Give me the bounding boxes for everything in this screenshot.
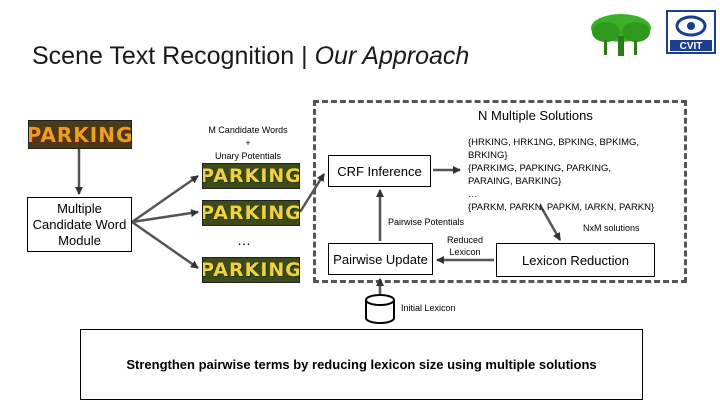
arrow-cands-to-crf [298,173,326,213]
input-word-image: PARKING [28,120,132,149]
candidate-caption: M Candidate Words + Unary Potentials [198,124,298,163]
title-italic: Our Approach [314,42,470,70]
solutions-list: {HRKING, HRK1NG, BPKING, BPKIMG, BRKING}… [468,136,678,214]
candidate-word-image: PARKING [202,200,300,226]
multiple-solutions-region [313,100,687,283]
reduced-lexicon-line: Lexicon [449,247,481,257]
reduced-lexicon-line: Reduced [447,235,484,245]
cvit-logo-text: CVIT [680,41,703,52]
solution-line: PARAING, BARKING} [468,176,562,187]
region-label: N Multiple Solutions [478,108,593,123]
candidate-caption-line: M Candidate Words [208,125,288,135]
database-icon [365,294,395,324]
page-title: Scene Text Recognition | Our Approach [32,42,469,71]
solution-line: … [468,189,478,200]
solution-line: {HRKING, HRK1NG, BPKING, BPKIMG, [468,137,640,148]
summary-box: Strengthen pairwise terms by reducing le… [80,329,643,400]
candidate-ellipsis: … [237,232,251,248]
arrow-solutions-to-lexicon [538,204,562,241]
candidate-caption-line: Unary Potentials [214,151,282,161]
solution-line: BRKING} [468,150,508,161]
nxm-solutions-label: NxM solutions [583,223,640,233]
arrow-module-to-cand1 [131,174,199,224]
initial-lexicon-label: Initial Lexicon [401,303,456,313]
pairwise-update-label: Pairwise Update [333,251,428,267]
lexicon-reduction-label: Lexicon Reduction [522,252,629,268]
solution-line: {PARKIMG, PAPKING, PARKING, [468,163,612,174]
reduced-lexicon-label: Reduced Lexicon [447,234,483,258]
title-main: Scene Text Recognition | [32,42,315,70]
candidate-word-module-box: Multiple Candidate Word Module [27,197,132,252]
arrow-module-to-cand2 [131,209,199,224]
arrow-module-to-cand3 [131,220,199,270]
lexicon-reduction-box: Lexicon Reduction [496,243,655,277]
candidate-caption-line: + [245,138,251,148]
candidate-word-image: PARKING [202,163,300,189]
candidate-word-image: PARKING [202,257,300,283]
crf-inference-box: CRF Inference [328,155,431,187]
cvit-logo-icon: CVIT [666,10,716,54]
pairwise-update-box: Pairwise Update [328,243,433,275]
tree-logo-icon [591,14,651,56]
solution-line: {PARKM, PARKN, PAPKM, IARKN, PARKN} [468,202,655,213]
crf-label: CRF Inference [337,163,422,179]
summary-text: Strengthen pairwise terms by reducing le… [126,357,597,372]
module-label: Multiple Candidate Word Module [32,200,127,248]
pairwise-potentials-label: Pairwise Potentials [388,217,465,227]
